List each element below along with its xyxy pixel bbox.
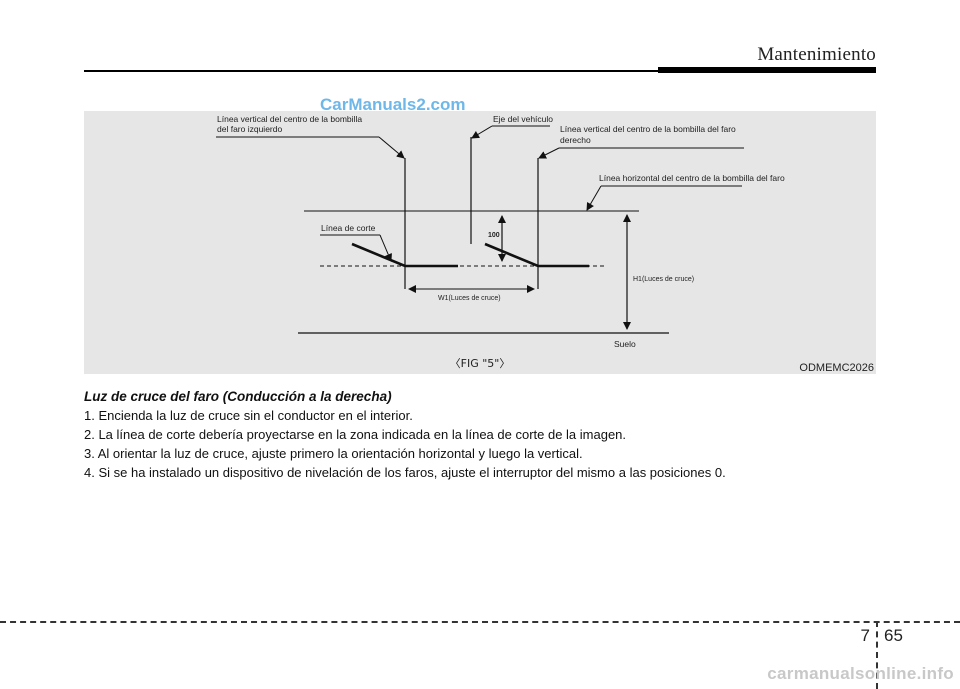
header-rule xyxy=(84,70,658,72)
label-horizontal: Línea horizontal del centro de la bombil… xyxy=(599,173,785,183)
watermark-carmanualsonline: carmanualsonline.info xyxy=(767,664,954,683)
label-left-vertical-2: del faro izquierdo xyxy=(217,124,282,134)
figure-code: ODMEMC2026 xyxy=(799,362,874,374)
footer-rule xyxy=(0,621,960,623)
label-right-vertical-2: derecho xyxy=(560,135,591,145)
header-tab-bar xyxy=(658,67,876,73)
headlight-diagram: 100 H1(Luces de cruce) W1(Luces de cruce… xyxy=(216,114,785,349)
leader-cutoff xyxy=(379,234,392,262)
label-ground: Suelo xyxy=(614,339,636,349)
instruction-step-3: 3. Al orientar la luz de cruce, ajuste p… xyxy=(84,446,583,461)
instruction-step-2: 2. La línea de corte debería proyectarse… xyxy=(84,427,627,442)
figure-caption: 〈FIG "5"〉 xyxy=(449,357,511,370)
page-number-divider xyxy=(876,621,878,689)
label-vehicle-axis: Eje del vehículo xyxy=(493,114,553,124)
label-left-vertical-1: Línea vertical del centro de la bombilla xyxy=(217,114,362,124)
left-cutoff-line xyxy=(351,242,458,268)
section-number: 7 xyxy=(860,626,870,645)
page-number: 65 xyxy=(884,626,903,645)
label-right-vertical-1: Línea vertical del centro de la bombilla… xyxy=(560,124,736,134)
offset-value-label: 100 xyxy=(488,232,500,239)
instruction-step-1: 1. Encienda la luz de cruce sin el condu… xyxy=(84,408,413,423)
watermark-carmanuals: CarManuals2.com xyxy=(320,95,466,114)
leader-left-vertical xyxy=(378,136,405,159)
leader-vehicle-axis xyxy=(471,125,493,139)
instruction-step-4: 4. Si se ha instalado un dispositivo de … xyxy=(84,465,726,480)
leader-right-vertical xyxy=(538,147,560,159)
page-header-title: Mantenimiento xyxy=(757,44,876,65)
right-cutoff-line xyxy=(484,242,589,268)
leader-horizontal xyxy=(586,185,602,211)
instructions-block: Luz de cruce del faro (Conducción a la d… xyxy=(84,387,884,482)
headlight-aiming-figure: CarManuals2.com 100 H1(Luces de xyxy=(84,95,876,374)
label-cutoff: Línea de corte xyxy=(321,223,376,233)
instructions-subtitle: Luz de cruce del faro (Conducción a la d… xyxy=(84,389,392,404)
h1-label: H1(Luces de cruce) xyxy=(633,276,694,283)
w1-label: W1(Luces de cruce) xyxy=(438,295,501,302)
